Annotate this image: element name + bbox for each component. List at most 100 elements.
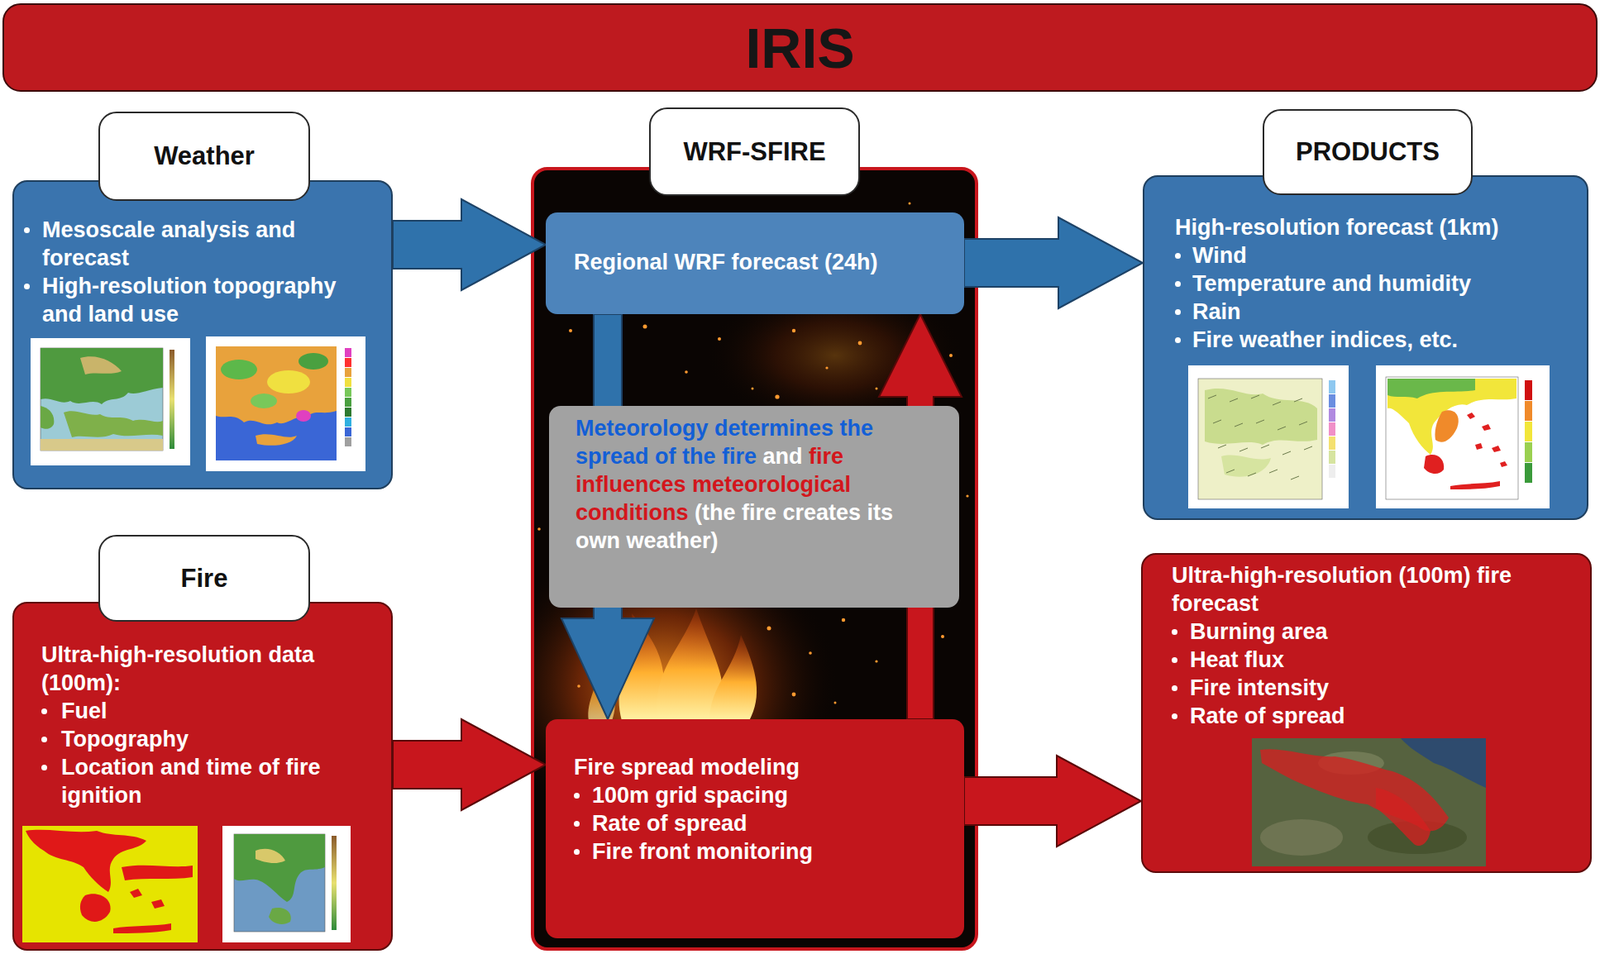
bullet-item: High-resolution topography and land use bbox=[23, 272, 372, 329]
bullet-item: Fire front monitoring bbox=[573, 837, 946, 866]
wind-barbs bbox=[1208, 395, 1313, 480]
bullet-text: Fire intensity bbox=[1189, 675, 1329, 701]
colour-step bbox=[344, 417, 352, 427]
spark bbox=[841, 618, 846, 622]
map-frame bbox=[222, 826, 351, 943]
spark bbox=[767, 626, 772, 631]
map-frame bbox=[1188, 365, 1349, 509]
bullet-dot bbox=[41, 708, 48, 715]
bullet-dot bbox=[23, 227, 30, 234]
fuel-area bbox=[121, 865, 193, 881]
bullet-item: Mesoscale analysis and forecast bbox=[23, 215, 372, 273]
bullet-dot bbox=[41, 764, 48, 771]
spark bbox=[908, 202, 912, 206]
bullet-item: Temperature and humidity bbox=[1174, 269, 1572, 298]
bullet-item: Location and time of fire ignition bbox=[41, 753, 385, 810]
block-arrow bbox=[964, 217, 1143, 309]
colour-step bbox=[344, 407, 352, 417]
bullet-text: Rate of spread bbox=[1189, 703, 1346, 729]
title-text: IRIS bbox=[745, 15, 855, 81]
bullet-item: Rain bbox=[1174, 297, 1572, 326]
colour-step bbox=[1524, 421, 1533, 442]
colour-bar bbox=[1328, 380, 1336, 478]
map-frame bbox=[30, 338, 191, 466]
map-mountains bbox=[80, 356, 122, 375]
bullet-item: Burning area bbox=[1171, 617, 1577, 646]
map-mountains bbox=[255, 849, 286, 864]
colour-bar bbox=[331, 835, 337, 931]
heading-tab: Fire bbox=[98, 534, 311, 622]
bullet-text: Temperature and humidity bbox=[1192, 271, 1472, 297]
spark bbox=[874, 659, 878, 663]
bullet-dot bbox=[1171, 657, 1178, 664]
colour-step bbox=[344, 387, 352, 397]
colour-bar bbox=[169, 349, 175, 449]
map-sea bbox=[1385, 377, 1519, 500]
bullet-item: Heat flux bbox=[1171, 645, 1577, 674]
spark bbox=[792, 329, 796, 333]
bullet-item: Wind bbox=[1174, 241, 1572, 270]
map-frame bbox=[205, 336, 366, 472]
fire-index-map bbox=[1375, 365, 1550, 509]
spark bbox=[834, 702, 837, 705]
map-land bbox=[40, 405, 54, 430]
map-ground bbox=[1198, 378, 1323, 500]
text-block: High-resolution forecast (1km)WindTemper… bbox=[1174, 213, 1572, 354]
box-heading: High-resolution forecast (1km) bbox=[1174, 213, 1572, 242]
text-block: Mesoscale analysis and forecastHigh-reso… bbox=[23, 215, 372, 329]
frame-ground bbox=[532, 168, 977, 950]
map-island bbox=[1450, 481, 1500, 490]
box-heading: Ultra-high-resolution (100m) fire foreca… bbox=[1171, 561, 1577, 618]
spark bbox=[875, 387, 879, 391]
map-land bbox=[1434, 410, 1458, 442]
flame bbox=[709, 635, 757, 722]
colour-step bbox=[344, 427, 352, 437]
map-ground bbox=[22, 826, 198, 943]
colour-step bbox=[1328, 422, 1336, 436]
spark bbox=[825, 366, 828, 369]
map-land bbox=[1221, 454, 1271, 477]
text-block: Ultra-high-resolution data (100m):FuelTo… bbox=[41, 640, 385, 810]
satellite-sea bbox=[1400, 738, 1486, 789]
map-islands bbox=[1466, 412, 1508, 468]
panel-heading: WRF-SFIRE bbox=[682, 137, 826, 168]
burned-area-satellite-map bbox=[1251, 738, 1486, 867]
spark bbox=[751, 387, 755, 391]
spark bbox=[577, 684, 581, 688]
bullet-dot bbox=[1174, 337, 1181, 344]
bullet-text: Rain bbox=[1192, 299, 1242, 325]
colour-step bbox=[1328, 408, 1336, 422]
heading-tab: Weather bbox=[98, 111, 311, 201]
topography-map bbox=[222, 826, 351, 943]
bullet-text: Mesoscale analysis and forecast bbox=[42, 217, 296, 271]
input-panel: FireUltra-high-resolution data (100m):Fu… bbox=[12, 601, 393, 951]
heading-tab: PRODUCTS bbox=[1262, 109, 1473, 196]
map-land bbox=[40, 439, 163, 451]
burned-area bbox=[1375, 788, 1431, 846]
map-land bbox=[215, 346, 337, 425]
bullet-dot bbox=[573, 792, 580, 799]
box-heading: Ultra-high-resolution data (100m): bbox=[41, 640, 385, 698]
bullet-dot bbox=[1171, 713, 1178, 720]
colour-step bbox=[1328, 450, 1336, 464]
block-arrow bbox=[392, 199, 546, 291]
bullet-text: Fire front monitoring bbox=[592, 839, 813, 865]
spark bbox=[774, 394, 779, 399]
forecast-box: Regional WRF forecast (24h) bbox=[545, 212, 965, 315]
bullet-item: Rate of spread bbox=[1171, 702, 1577, 731]
spark bbox=[684, 370, 688, 374]
map-land bbox=[234, 834, 325, 903]
feedback-text: Meteorology determines the spread of the… bbox=[575, 414, 938, 555]
fuel-map bbox=[22, 826, 198, 943]
colour-step bbox=[1524, 401, 1533, 421]
bullet-text: Heat flux bbox=[1189, 647, 1285, 673]
map-land bbox=[1423, 454, 1444, 474]
colour-step bbox=[344, 348, 352, 358]
text-block: Ultra-high-resolution (100m) fire foreca… bbox=[1171, 561, 1577, 731]
model-panel: WRF-SFIRERegional WRF forecast (24h)Mete… bbox=[532, 168, 977, 950]
panel-heading: Fire bbox=[181, 563, 229, 594]
map-land bbox=[1204, 388, 1318, 445]
frame-outline bbox=[532, 168, 977, 950]
bullet-dot bbox=[1171, 629, 1178, 636]
land-use-map bbox=[205, 336, 366, 472]
